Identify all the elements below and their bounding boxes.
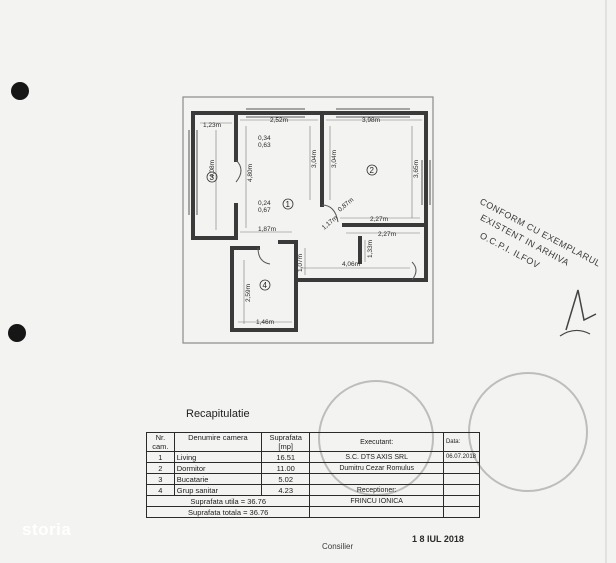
walls	[191, 111, 428, 332]
recap-table: Nr. cam. Denumire camera Suprafata [mp] …	[145, 432, 481, 518]
cell-name: Dormitor	[173, 462, 263, 474]
date-label: Data:	[442, 432, 481, 452]
stamp-line-1: CONFORM CU EXEMPLARUL	[478, 196, 602, 268]
cell-area: 4.23	[261, 484, 311, 496]
dim-label: 1,33m	[367, 240, 374, 258]
room-number-4: 4	[263, 281, 268, 290]
executant-label: Executant:	[309, 432, 444, 452]
dim-label: 3,98m	[362, 117, 380, 124]
dim-label: 3,04m	[311, 150, 318, 168]
signature-mark	[565, 289, 597, 331]
cell-nr: 1	[146, 451, 175, 463]
date-value: 06.07.2018	[442, 451, 481, 463]
consilier-label: Consilier	[322, 542, 354, 551]
total-area: Suprafata totala = 36.76	[145, 506, 311, 518]
punch-hole-bottom	[8, 324, 26, 342]
dim-label: 1,17m	[321, 215, 339, 232]
punch-hole-top	[11, 82, 29, 100]
cell-area: 16.51	[261, 451, 311, 463]
recap-title: Recapitulatie	[186, 408, 250, 420]
room-number-1: 1	[286, 200, 291, 209]
room-number-3: 3	[210, 173, 215, 182]
storia-watermark: storia	[22, 520, 72, 539]
dim-label: 4,80m	[247, 164, 254, 182]
header-name: Denumire camera	[173, 432, 263, 452]
date-stamp: 1 8 IUL 2018	[412, 534, 464, 544]
ocpi-stamp: CONFORM CU EXEMPLARUL EXISTENT IN ARHIVA…	[478, 196, 602, 270]
header-area: Suprafata [mp]	[261, 432, 311, 452]
dim-label: 1,23m	[203, 122, 221, 129]
dim-label: 1,87m	[258, 226, 276, 233]
cell-nr: 2	[146, 462, 175, 474]
header-nr: Nr. cam.	[146, 432, 175, 452]
cell-nr: 4	[146, 484, 175, 496]
dim-label: 0,34	[258, 135, 271, 142]
round-seal-right	[468, 372, 588, 492]
useful-area-total: Suprafata utila = 36.76	[145, 495, 311, 507]
dim-label: 4,06m	[342, 261, 360, 268]
dim-label: 2,27m	[378, 231, 396, 238]
dim-label: 2,52m	[270, 117, 288, 124]
cell-nr: 3	[146, 473, 175, 485]
dim-label: 1,46m	[256, 319, 274, 326]
cell-name: Bucatarie	[173, 473, 263, 485]
dim-label: 4,08m	[209, 160, 216, 178]
totals-row: Suprafata utila = 36.76 FRINCU IONICA	[145, 495, 481, 507]
table-row: 3 Bucatarie 5.02	[146, 473, 481, 485]
dimension-labels: 1,23m 2,52m 3,98m 0,34 0,63 4,08m 4,80m …	[203, 117, 420, 326]
totals-row: Suprafata totala = 36.76	[145, 506, 481, 518]
dim-label: 0,24	[258, 200, 271, 207]
executant-company: S.C. DTS AXIS SRL	[309, 451, 444, 463]
plan-frame	[182, 96, 434, 344]
dim-label: 3,04m	[331, 150, 338, 168]
dim-label: 0,63	[258, 142, 271, 149]
cell-area: 5.02	[261, 473, 311, 485]
room-number-2: 2	[370, 166, 375, 175]
receptioner-label: Receptioner:	[309, 484, 444, 496]
windows-and-doors	[188, 108, 431, 281]
cell-name: Grup sanitar	[173, 484, 263, 496]
table-row: 2 Dormitor 11.00 Dumitru Cezar Romulus	[146, 462, 481, 474]
table-row: 1 Living 16.51 S.C. DTS AXIS SRL 06.07.2…	[146, 451, 481, 463]
dim-label: 2,59m	[245, 284, 252, 302]
dimension-lines	[200, 119, 422, 324]
cell-area: 11.00	[261, 462, 311, 474]
dim-label: 0,67	[258, 207, 271, 214]
table-row: 4 Grup sanitar 4.23 Receptioner:	[146, 484, 481, 496]
room-numbers: 1 2 3 4	[206, 164, 378, 291]
dim-label: 0,87m	[337, 197, 355, 214]
signature-mark	[559, 329, 591, 337]
receptioner-name: FRINCU IONICA	[309, 495, 444, 507]
dim-label: 3,65m	[413, 160, 420, 178]
executant-person: Dumitru Cezar Romulus	[309, 462, 444, 474]
dim-label: 1,07m	[297, 254, 304, 272]
table-header-row: Nr. cam. Denumire camera Suprafata [mp] …	[146, 432, 481, 452]
dim-label: 2,27m	[370, 216, 388, 223]
cell-name: Living	[173, 451, 263, 463]
